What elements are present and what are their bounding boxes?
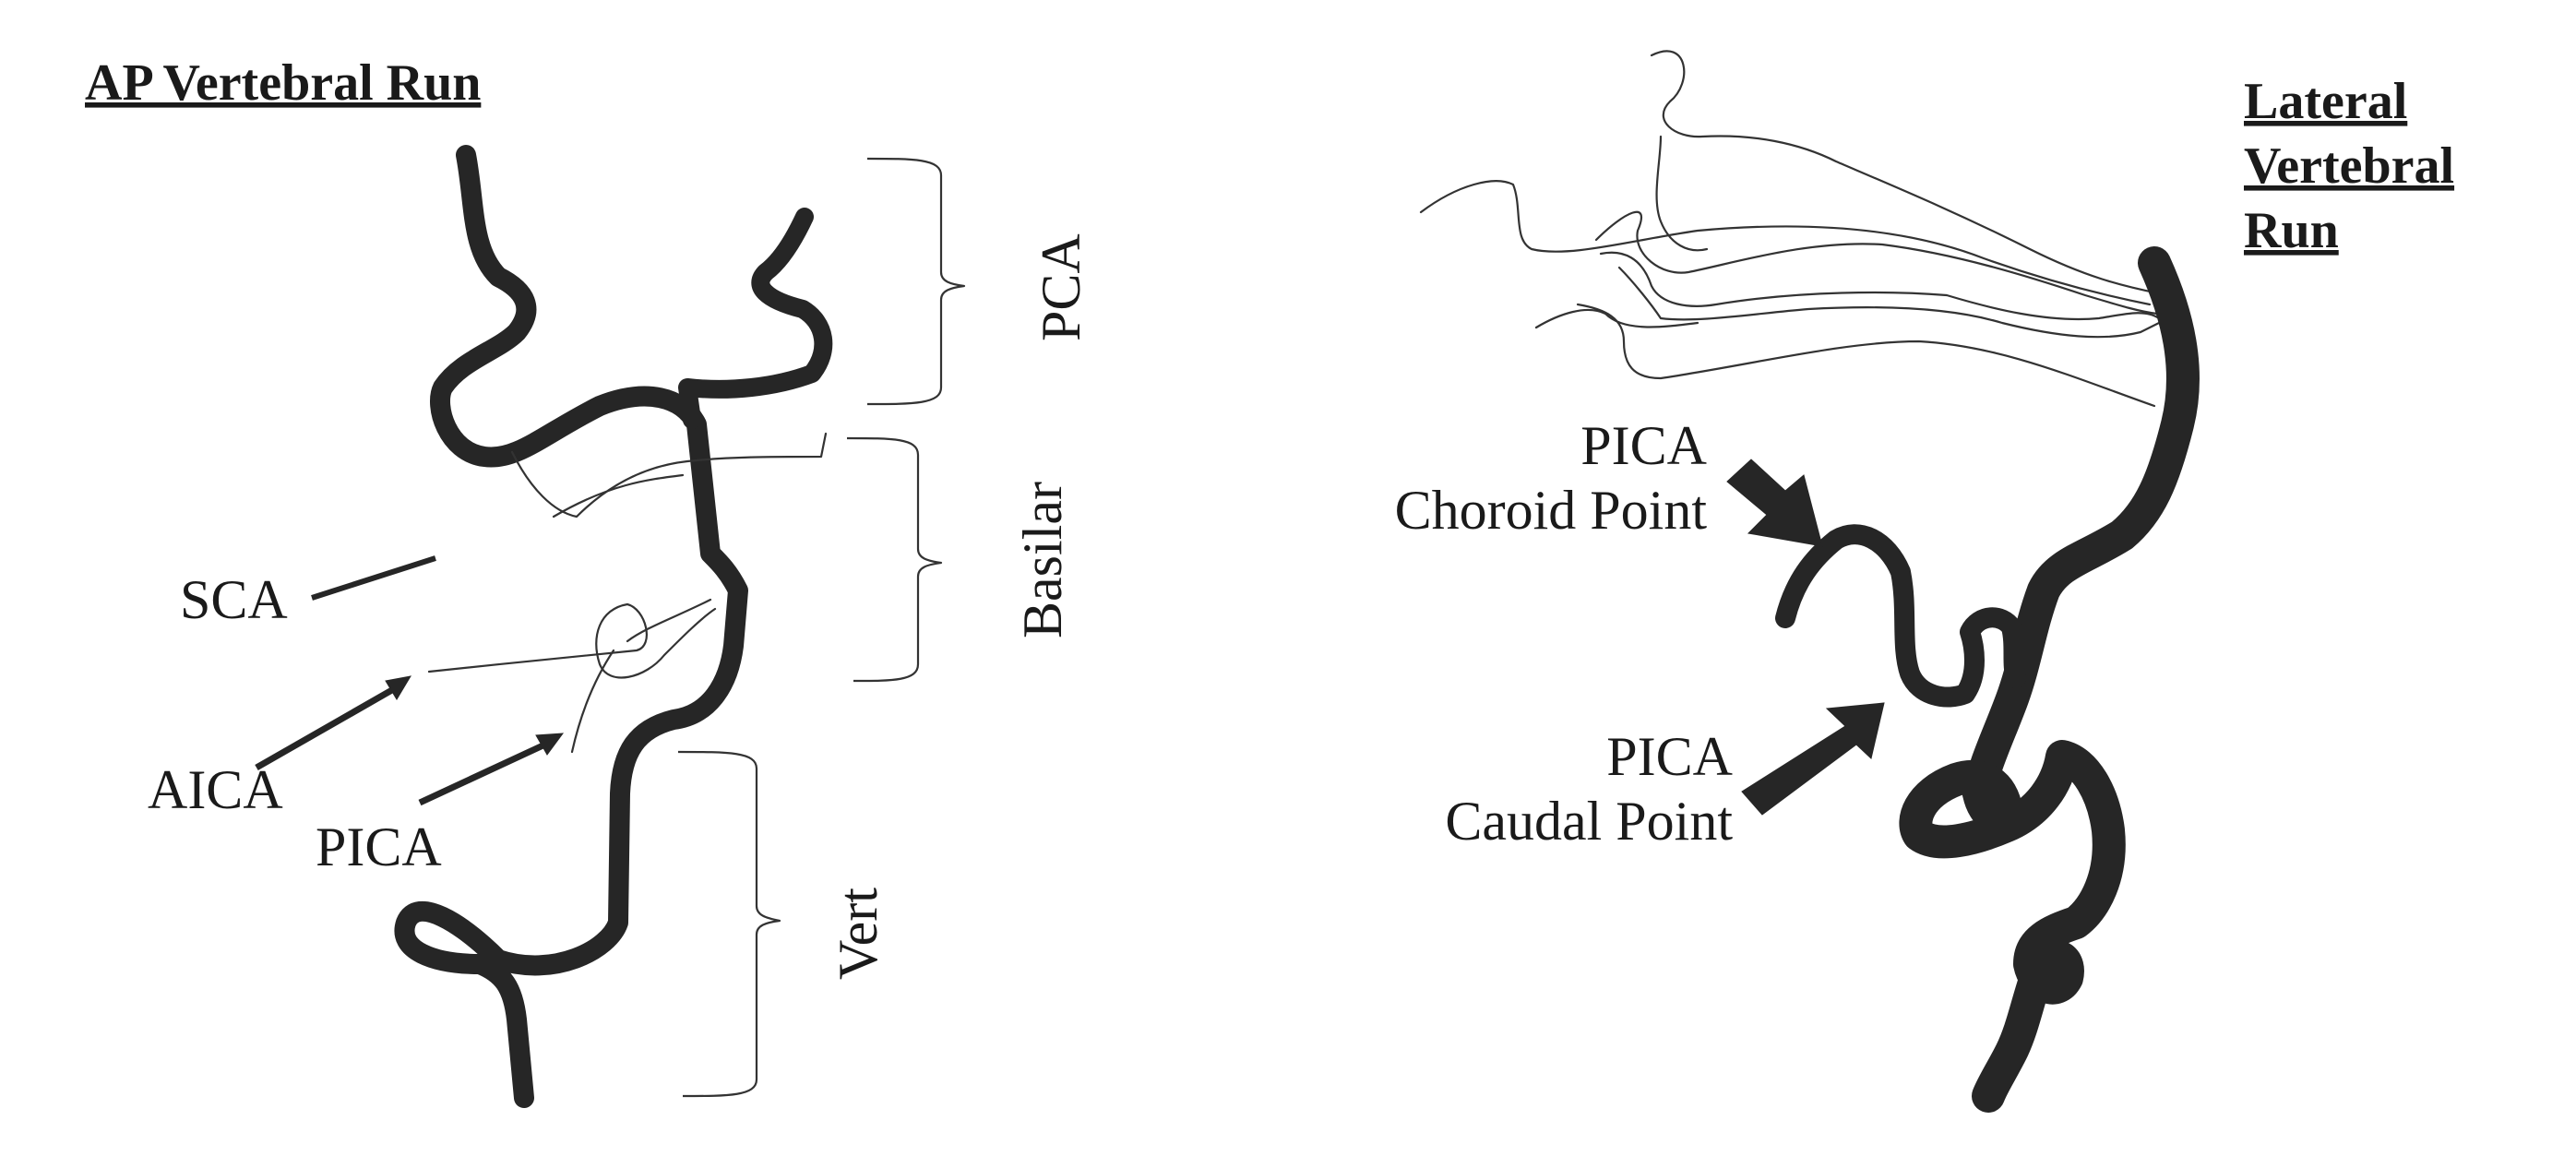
basilar-vessel [394, 145, 748, 1108]
right-pca-vessel [678, 208, 833, 429]
lateral-title-line1: Lateral [2244, 73, 2407, 130]
vert-label: Vert [828, 888, 888, 980]
sca-branch-2 [552, 473, 685, 518]
sca-pointer [311, 555, 436, 601]
pica-label: PICA [316, 816, 442, 877]
pca-label: PCA [1031, 233, 1091, 341]
aica-arrow-shaft [255, 684, 399, 771]
pca-brace [866, 157, 966, 406]
cortical-branch-2 [1419, 180, 2152, 306]
basilar-label: Basilar [1012, 482, 1073, 638]
aica-branch-2 [626, 598, 712, 643]
choroid-label-line2: Choroid Point [1395, 480, 1708, 541]
lateral-vertebral-panel: Lateral Vertebral Run PICA Choroid Point… [1395, 50, 2454, 1113]
cortical-branch-8 [1655, 135, 1709, 252]
cortical-branch-1 [1650, 50, 2161, 295]
cortical-branch-3 [1594, 210, 2159, 316]
lateral-pica-vessel [1775, 524, 2026, 708]
lateral-basilar-vessel [1962, 246, 2200, 810]
choroid-label-line1: PICA [1580, 415, 1707, 476]
lateral-title-line3: Run [2244, 202, 2339, 259]
aica-branch [427, 602, 717, 679]
lateral-title-line2: Vertebral [2244, 137, 2454, 195]
pica-arrow-shaft [418, 739, 551, 806]
pica-arrow-head [535, 733, 565, 756]
sca-label: SCA [180, 569, 288, 630]
aica-arrow-head [385, 675, 411, 700]
caudal-point-arrow [1741, 702, 1885, 816]
pica-branch [570, 649, 615, 754]
vert-brace [677, 750, 781, 1098]
choroid-point-arrow [1726, 459, 1823, 547]
lateral-vertebral-loop [1899, 740, 2126, 1113]
cortical-branch-7 [1576, 303, 2156, 408]
cortical-branch-6 [1534, 308, 1699, 329]
cortical-branch-5 [1617, 266, 2161, 339]
caudal-label-line1: PICA [1606, 726, 1733, 787]
caudal-label-line2: Caudal Point [1445, 791, 1733, 852]
sca-branch [510, 432, 828, 518]
ap-vertebral-panel: AP Vertebral Run SCA AICA PICA PCA Basil… [85, 54, 1091, 1108]
aica-label: AICA [148, 759, 283, 820]
cortical-branch-4 [1599, 251, 2161, 321]
basilar-brace [846, 436, 943, 683]
ap-title: AP Vertebral Run [85, 54, 481, 112]
